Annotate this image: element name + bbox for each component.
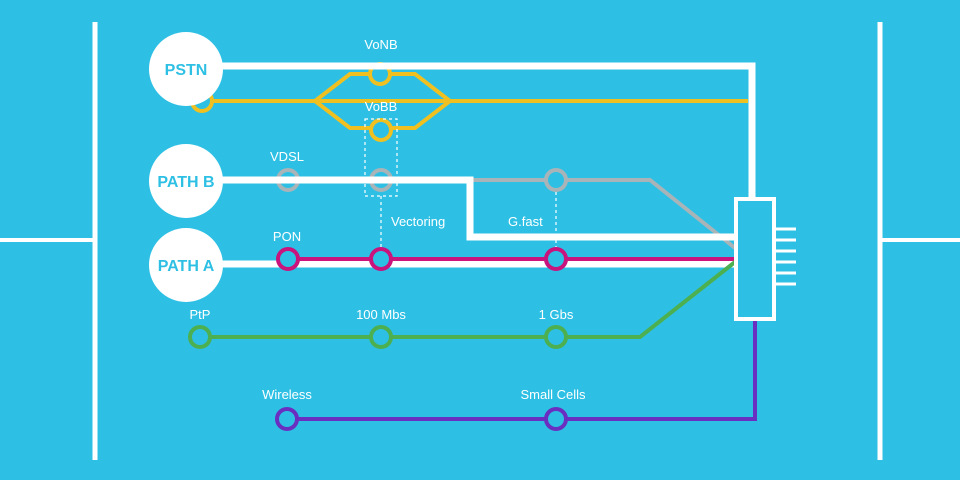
wireless-circle	[275, 407, 299, 431]
node-path-b: PATH B	[149, 144, 223, 218]
mbs100-label: 100 Mbs	[356, 307, 406, 322]
path-b-node-circle	[149, 144, 223, 218]
pstn-node-circle	[149, 32, 223, 106]
small-cells-label: Small Cells	[520, 387, 586, 402]
wireless-label: Wireless	[262, 387, 312, 402]
pon-label: PON	[273, 229, 301, 244]
small-cells-circle	[544, 407, 568, 431]
path-b-white-line	[220, 176, 735, 241]
magenta-path	[276, 247, 735, 271]
gfast-pon-circle	[544, 247, 568, 271]
purple-path	[275, 318, 757, 431]
purple-main-line	[287, 318, 757, 421]
vobb-label: VoBB	[365, 99, 398, 114]
vdsl-label: VDSL	[270, 149, 304, 164]
node-path-a: PATH A	[149, 228, 223, 302]
node-pstn: PSTN	[149, 32, 223, 106]
vonb-label: VoNB	[364, 37, 397, 52]
frame	[0, 22, 960, 460]
vobb-circle	[369, 118, 393, 142]
pon-circle	[276, 247, 300, 271]
gbs1-label: 1 Gbs	[539, 307, 574, 322]
gbs1-circle	[544, 325, 568, 349]
labels: VoNB VoBB VDSL Vectoring G.fast PON PtP …	[190, 37, 586, 402]
ptp-label: PtP	[190, 307, 211, 322]
connector-block	[734, 197, 796, 321]
vectoring-label: Vectoring	[391, 214, 445, 229]
pstn-node-label: PSTN	[165, 62, 208, 79]
mbs100-circle	[369, 325, 393, 349]
gfast-label: G.fast	[508, 214, 543, 229]
yellow-path	[190, 62, 748, 142]
ptp-circle	[188, 325, 212, 349]
path-b-node-label: PATH B	[157, 174, 214, 191]
gfast-circle	[544, 168, 568, 192]
green-main-line	[200, 260, 737, 339]
green-path	[188, 260, 737, 349]
path-a-node-circle	[149, 228, 223, 302]
connector-body	[734, 197, 776, 321]
pstn-white-line	[220, 62, 756, 200]
yellow-diamond	[311, 72, 454, 130]
path-a-node-label: PATH A	[158, 258, 215, 275]
white-paths	[220, 62, 756, 268]
vectoring-pon-circle	[369, 247, 393, 271]
